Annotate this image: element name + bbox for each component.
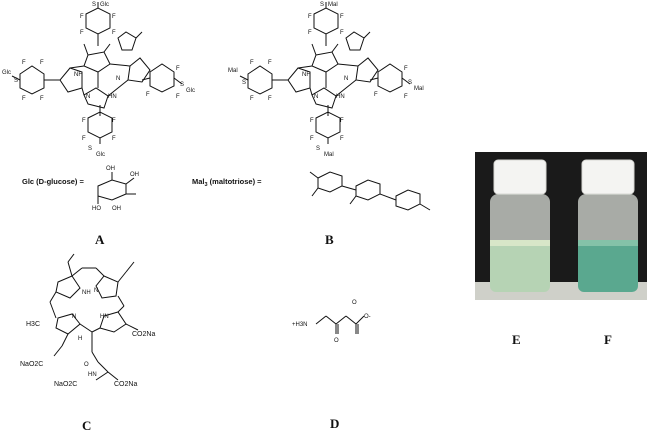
vial-e-cap [493,159,547,195]
b-top-s: S [320,2,324,8]
c-co2na: CO2Na [132,331,155,338]
d-o-ketone: O [334,338,339,344]
b-f14: F [310,136,314,142]
panel-label-e: E [512,332,521,347]
c-n1: N [94,288,98,294]
a-nh: NH [74,72,83,78]
b-hn: HN [336,94,345,100]
b-f12: F [310,118,314,124]
a-f1: F [80,14,84,20]
panel-c-structure: NH N N HN H3C H CO2Na NaO2C O HN NaO2C C… [20,253,155,388]
b-right-mal: Mal [414,86,424,92]
panel-a-structure: S Glc F F F F Glc S F F F F F F F S Glc … [2,2,195,158]
a-f13: F [112,118,116,124]
a-bottom-glc: Glc [96,152,105,158]
b-top-mal: Mal [328,2,338,8]
a-f11: F [176,94,180,100]
a-f6: F [40,60,44,66]
a-bottom-s: S [88,146,92,152]
b-f15: F [340,136,344,142]
vial-e-liquid [490,240,550,292]
a-f4: F [112,30,116,36]
panel-label-b: B [325,232,334,247]
a-top-glc: Glc [100,2,109,8]
a-f2: F [112,14,116,20]
a-glc-def-label: Glc (D-glucose) = [22,177,85,186]
vials-photo [475,152,647,300]
vial-f [578,159,638,292]
b-left-s: S [242,80,246,86]
panel-d-structure: +H3N O O O- [292,300,371,344]
b-f4: F [340,30,344,36]
c-amide-hn: HN [88,372,97,378]
a-glc-oh1: OH [106,166,115,172]
b-bottom-s: S [316,146,320,152]
vial-f-liquid [578,240,638,292]
b-right-s: S [408,80,412,86]
a-top-s: S [92,2,96,8]
a-glc-oh3: OH [112,206,121,212]
c-h: H [78,336,82,342]
d-h3n: +H3N [292,322,308,328]
a-f7: F [22,96,26,102]
b-f7: F [250,96,254,102]
vial-f-cap [581,159,635,195]
c-nao2c: NaO2C [20,361,43,368]
c-h3c: H3C [26,321,40,328]
b-nh: NH [302,72,311,78]
b-f13: F [340,118,344,124]
b-mal3-def-label: Mal3 (maltotriose) = [192,177,262,188]
a-left-glc: Glc [2,70,11,76]
b-n1: N [344,76,348,82]
panel-label-a: A [95,232,105,247]
b-f3: F [308,30,312,36]
vial-e-meniscus [490,240,550,246]
a-f9: F [176,66,180,72]
c-co2na-2: CO2Na [114,381,137,388]
b-f11: F [404,94,408,100]
b-bottom-mal: Mal [324,152,334,158]
b-left-mal: Mal [228,68,238,74]
a-f14: F [82,136,86,142]
b-f10: F [374,92,378,98]
a-n1: N [116,76,120,82]
a-left-s: S [14,78,18,84]
panel-b-structure: S Mal F F F F Mal S F F F F F F F S Mal … [228,2,424,158]
a-f8: F [40,96,44,102]
a-f10: F [146,92,150,98]
b-f9: F [404,66,408,72]
c-o: O [84,362,89,368]
a-glc-ho: HO [92,206,101,212]
a-n2: N [86,94,90,100]
a-hn: HN [108,94,117,100]
b-f1: F [308,14,312,20]
a-glc-oh2: OH [130,172,139,178]
panel-a-glc-definition: Glc (D-glucose) = OH OH HO OH [22,166,139,212]
panel-b-mal3-definition: Mal3 (maltotriose) = [192,171,431,211]
c-n2: N [72,314,76,320]
c-nh: NH [82,290,91,296]
a-f5: F [22,60,26,66]
a-right-glc: Glc [186,88,195,94]
b-f6: F [268,60,272,66]
vial-e [490,159,550,292]
a-f3: F [80,30,84,36]
d-o-carboxyl: O [352,300,357,306]
panel-label-f: F [604,332,612,347]
a-f15: F [112,136,116,142]
a-f12: F [82,118,86,124]
b-f2: F [340,14,344,20]
b-f5: F [250,60,254,66]
d-o-minus: O- [364,314,371,320]
vial-f-meniscus [578,240,638,246]
a-right-s: S [180,82,184,88]
panel-label-d: D [330,416,339,431]
c-hn: HN [100,314,109,320]
c-nao2c-2: NaO2C [54,381,77,388]
b-f8: F [268,96,272,102]
panel-label-c: C [82,418,91,433]
b-n2: N [314,94,318,100]
